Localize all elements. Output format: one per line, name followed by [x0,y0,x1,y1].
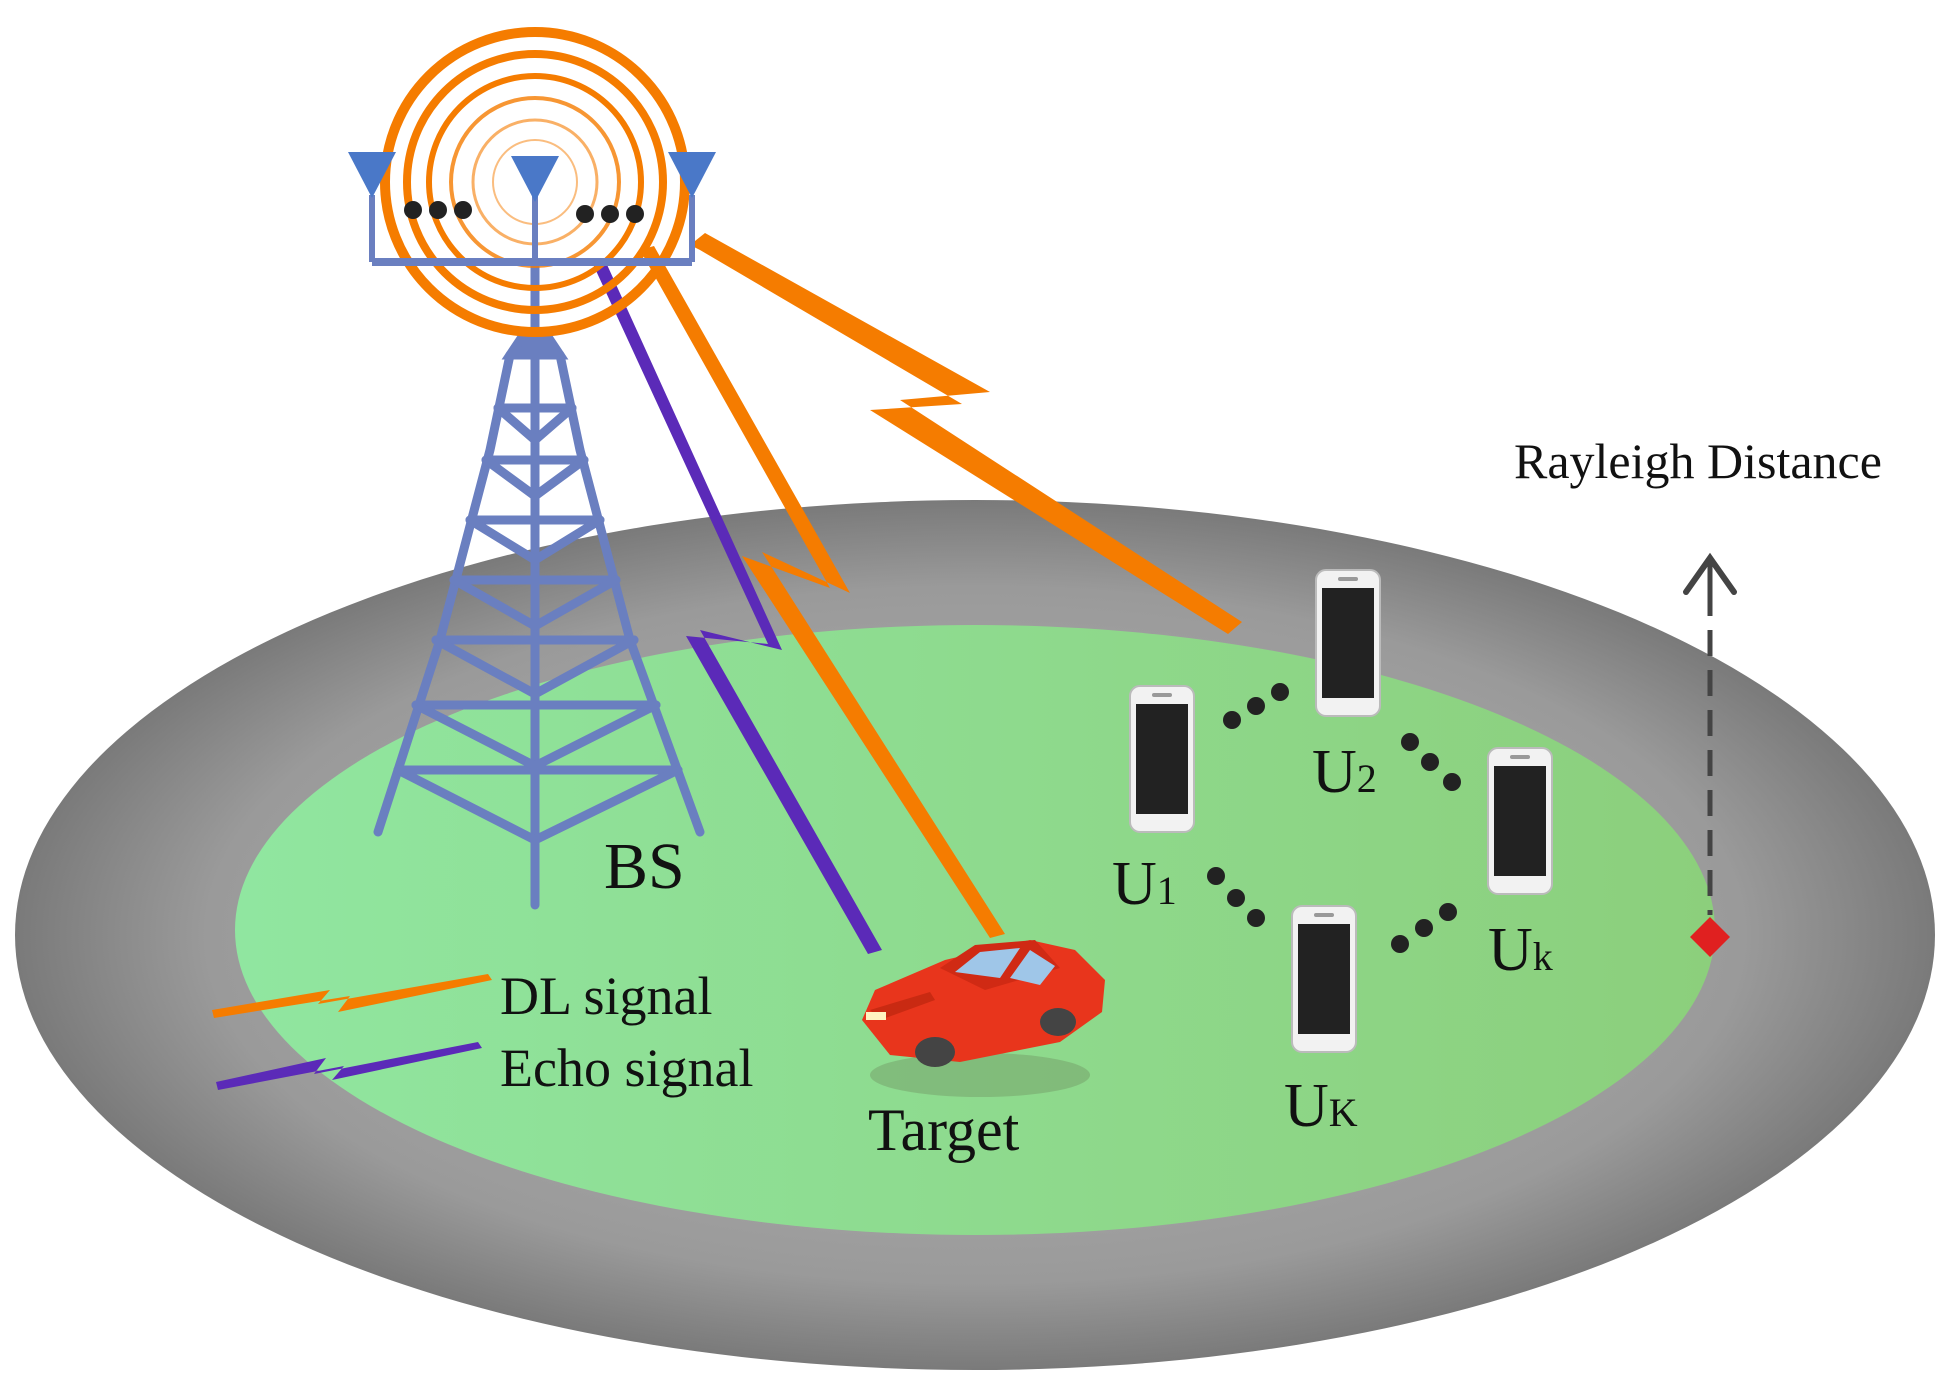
tower-icon [373,257,705,910]
rayleigh-point [1690,917,1730,957]
antenna-icon [668,152,716,198]
user-label-sub: 2 [1357,756,1377,801]
legend-echo-lightning [216,1042,482,1090]
user-label-sub: 1 [1157,868,1177,913]
legend-dl-lightning [212,974,492,1018]
user-label-uk: Uk [1488,916,1553,984]
rayleigh-distance-label: Rayleigh Distance [1514,433,1882,489]
rayleigh-indicator [1683,552,1737,957]
phone-icon [1291,905,1357,1053]
antenna-icon [348,152,396,198]
user-label-sub: K [1329,1090,1358,1135]
user-label-main: U [1284,1072,1329,1140]
antenna-icon [511,156,559,202]
user-label-main: U [1312,738,1357,806]
arrow-up-icon [1683,552,1737,595]
legend-dl-label: DL signal [500,966,712,1026]
phone-icon [1315,569,1381,717]
user-label-sub: k [1533,934,1553,979]
lightning-icon [216,1042,482,1090]
bs-label: BS [604,830,685,903]
target-label: Target [868,1097,1020,1163]
antenna-array [348,152,716,266]
lightning-icon [212,974,492,1018]
user-label-main: U [1488,916,1533,984]
car-icon [862,940,1105,1097]
user-label-u2: U2 [1312,738,1377,806]
coverage-area [235,625,1715,1235]
legend-echo-label: Echo signal [500,1038,753,1098]
user-label-uK: UK [1284,1072,1358,1140]
user-label-main: U [1112,850,1157,918]
user-ellipsis [1207,683,1461,953]
user-label-u1: U1 [1112,850,1177,918]
dl-signal-to-users [690,233,1242,634]
phone-icon [1487,747,1553,895]
phone-icon [1129,685,1195,833]
